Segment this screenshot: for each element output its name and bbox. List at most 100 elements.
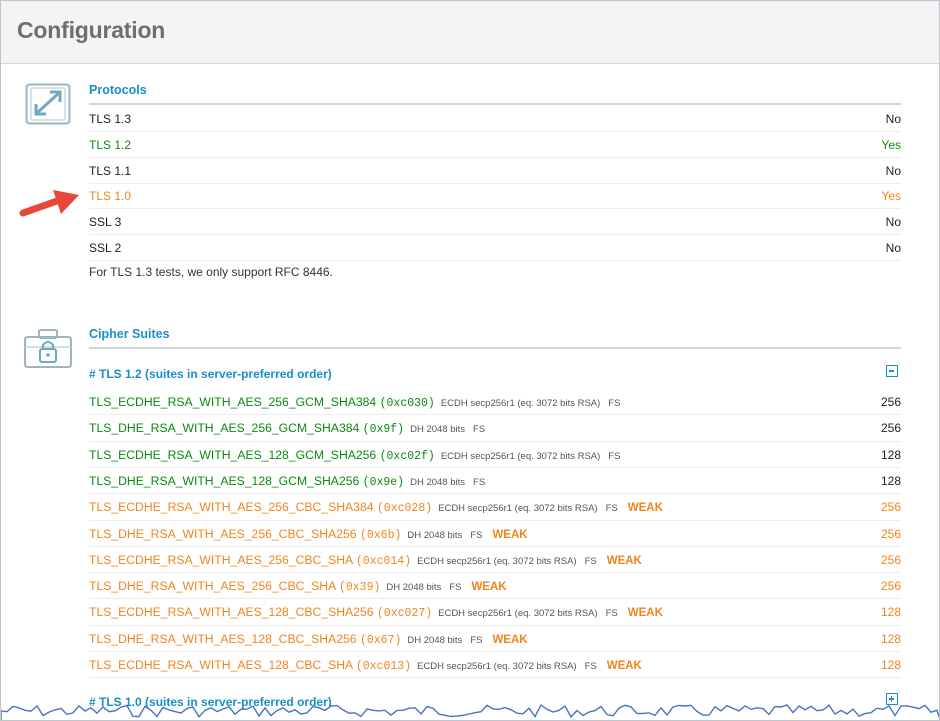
- cipher-suite-row: TLS_ECDHE_RSA_WITH_AES_128_CBC_SHA256 (0…: [89, 599, 901, 626]
- weak-badge: WEAK: [606, 554, 642, 567]
- protocol-row: SSL 2 No: [89, 235, 901, 261]
- forward-secrecy-badge: FS: [608, 450, 621, 462]
- cipher-strength-bits: 128: [880, 658, 901, 672]
- cipher-suite-code: (0xc028): [376, 502, 433, 516]
- key-exchange: DH 2048 bits: [407, 529, 463, 541]
- key-exchange: ECDH secp256r1 (eq. 3072 bits RSA): [417, 661, 577, 672]
- key-exchange: ECDH secp256r1 (eq. 3072 bits RSA): [438, 503, 598, 515]
- cipher-suite-code: (0x67): [359, 633, 402, 647]
- cipher-suite-name: TLS_ECDHE_RSA_WITH_AES_128_CBC_SHA256: [89, 605, 374, 620]
- cipher-suite-name-group: TLS_ECDHE_RSA_WITH_AES_128_CBC_SHA256 (0…: [89, 605, 663, 620]
- cipher-strength-bits: 256: [880, 526, 901, 541]
- cipher-suite-row: TLS_ECDHE_RSA_WITH_AES_256_GCM_SHA384 (0…: [89, 389, 901, 416]
- key-exchange: DH 2048 bits: [407, 634, 463, 646]
- expand-tls10-button[interactable]: [886, 693, 898, 705]
- cipher-strength-bits: 256: [880, 552, 901, 567]
- cipher-suite-name: TLS_DHE_RSA_WITH_AES_128_GCM_SHA256: [89, 473, 360, 488]
- collapse-tls12-button[interactable]: [886, 365, 898, 377]
- key-exchange: ECDH secp256r1 (eq. 3072 bits RSA): [438, 608, 598, 620]
- cipher-suite-row: TLS_ECDHE_RSA_WITH_AES_128_GCM_SHA256 (0…: [89, 442, 901, 468]
- cipher-suite-row: TLS_DHE_RSA_WITH_AES_256_CBC_SHA256 (0x6…: [89, 521, 901, 547]
- key-exchange: DH 2048 bits: [410, 424, 466, 436]
- cipher-suite-row: TLS_DHE_RSA_WITH_AES_256_GCM_SHA384 (0x9…: [89, 415, 901, 442]
- protocol-row: TLS 1.0 Yes: [89, 183, 901, 210]
- cipher-suite-name: TLS_ECDHE_RSA_WITH_AES_256_CBC_SHA: [89, 552, 353, 567]
- protocol-name: TLS 1.3: [89, 112, 132, 126]
- cipher-suite-name-group: TLS_DHE_RSA_WITH_AES_256_GCM_SHA384 (0x9…: [89, 421, 485, 436]
- cipher-suite-code: (0xc02f): [379, 449, 435, 463]
- cipher-suite-code: (0x6b): [359, 528, 402, 542]
- cipher-suite-name-group: TLS_DHE_RSA_WITH_AES_128_CBC_SHA256 (0x6…: [89, 632, 528, 647]
- protocol-name: TLS 1.1: [89, 163, 132, 178]
- cipher-suite-name-group: TLS_DHE_RSA_WITH_AES_128_GCM_SHA256 (0x9…: [89, 474, 485, 489]
- cipher-suite-name: TLS_DHE_RSA_WITH_AES_256_GCM_SHA384: [89, 421, 360, 436]
- forward-secrecy-badge: FS: [584, 555, 597, 567]
- cipher-suite-name-group: TLS_DHE_RSA_WITH_AES_256_CBC_SHA256 (0x6…: [89, 527, 528, 542]
- cipher-suite-name: TLS_ECDHE_RSA_WITH_AES_256_GCM_SHA384: [89, 395, 377, 409]
- protocol-support: Yes: [881, 137, 901, 152]
- weak-badge: WEAK: [606, 660, 642, 672]
- cipher-suite-code: (0xc027): [376, 607, 433, 621]
- protocol-row: TLS 1.1 No: [89, 158, 901, 184]
- cipher-suite-name-group: TLS_ECDHE_RSA_WITH_AES_256_GCM_SHA384 (0…: [89, 395, 620, 410]
- cipher-suite-name: TLS_DHE_RSA_WITH_AES_256_CBC_SHA256: [89, 526, 357, 541]
- cipher-suite-name: TLS_ECDHE_RSA_WITH_AES_128_GCM_SHA256: [89, 447, 377, 462]
- forward-secrecy-badge: FS: [473, 476, 486, 488]
- forward-secrecy-badge: FS: [605, 503, 618, 515]
- cipher-suite-row: TLS_DHE_RSA_WITH_AES_256_CBC_SHA (0x39) D…: [89, 573, 901, 600]
- weak-badge: WEAK: [471, 581, 507, 594]
- cipher-strength-bits: 128: [880, 605, 901, 620]
- cipher-suite-code: (0xc030): [379, 397, 435, 410]
- forward-secrecy-badge: FS: [449, 582, 462, 594]
- torn-edge: [1, 691, 939, 720]
- cipher-strength-bits: 256: [880, 421, 901, 436]
- protocol-row: TLS 1.2 Yes: [89, 132, 901, 158]
- protocol-support: No: [885, 112, 901, 126]
- protocol-name: TLS 1.0: [89, 189, 132, 204]
- protocol-support: No: [885, 241, 901, 255]
- cipher-strength-bits: 128: [880, 447, 901, 462]
- cipher-strength-bits: 256: [880, 395, 901, 409]
- lock-toolbox-icon: [23, 327, 73, 374]
- cipher-suite-code: (0x39): [338, 581, 381, 595]
- forward-secrecy-badge: FS: [584, 661, 597, 672]
- cipher-strength-bits: 128: [880, 473, 901, 488]
- key-exchange: DH 2048 bits: [386, 582, 442, 594]
- weak-badge: WEAK: [627, 607, 663, 620]
- cipher-suite-name: TLS_DHE_RSA_WITH_AES_128_CBC_SHA256: [89, 631, 357, 646]
- cipher-suite-name-group: TLS_ECDHE_RSA_WITH_AES_128_GCM_SHA256 (0…: [89, 448, 620, 463]
- tls10-suites-heading[interactable]: # TLS 1.0 (suites in server-preferred or…: [89, 695, 332, 709]
- forward-secrecy-badge: FS: [470, 634, 483, 646]
- weak-badge: WEAK: [492, 633, 528, 646]
- cipher-suite-row: TLS_DHE_RSA_WITH_AES_128_GCM_SHA256 (0x9…: [89, 468, 901, 495]
- cipher-suite-code: (0xc014): [355, 554, 412, 568]
- protocol-support: Yes: [881, 189, 901, 204]
- cipher-suite-name-group: TLS_DHE_RSA_WITH_AES_256_CBC_SHA (0x39) D…: [89, 579, 507, 594]
- protocol-name: SSL 3: [89, 215, 122, 230]
- forward-secrecy-badge: FS: [473, 424, 486, 436]
- tls12-suites-heading[interactable]: # TLS 1.2 (suites in server-preferred or…: [89, 367, 332, 381]
- cipher-suite-row: TLS_ECDHE_RSA_WITH_AES_256_CBC_SHA (0xc0…: [89, 547, 901, 574]
- protocol-support: No: [885, 163, 901, 178]
- cipher-suites-title: Cipher Suites: [89, 327, 170, 341]
- protocol-name: TLS 1.2: [89, 137, 132, 152]
- cipher-suite-name: TLS_ECDHE_RSA_WITH_AES_128_CBC_SHA: [89, 658, 353, 672]
- weak-badge: WEAK: [492, 528, 528, 541]
- key-exchange: ECDH secp256r1 (eq. 3072 bits RSA): [417, 555, 577, 567]
- forward-secrecy-badge: FS: [608, 398, 621, 409]
- cipher-suites-divider: [89, 347, 901, 349]
- protocol-name: SSL 2: [89, 241, 122, 255]
- cipher-suite-code: (0x9e): [362, 475, 405, 489]
- cipher-strength-bits: 256: [880, 500, 901, 515]
- cipher-suite-code: (0x9f): [362, 423, 405, 437]
- protocol-row: TLS 1.3 No: [89, 106, 901, 132]
- cipher-suite-row: TLS_ECDHE_RSA_WITH_AES_128_CBC_SHA (0xc0…: [89, 652, 901, 679]
- red-arrow-icon: [19, 187, 83, 226]
- page-title: Configuration: [17, 17, 166, 43]
- cipher-suite-name-group: TLS_ECDHE_RSA_WITH_AES_128_CBC_SHA (0xc0…: [89, 658, 642, 673]
- cipher-suite-name: TLS_DHE_RSA_WITH_AES_256_CBC_SHA: [89, 579, 336, 594]
- protocols-divider: [89, 103, 901, 105]
- minus-square-icon: [889, 370, 894, 372]
